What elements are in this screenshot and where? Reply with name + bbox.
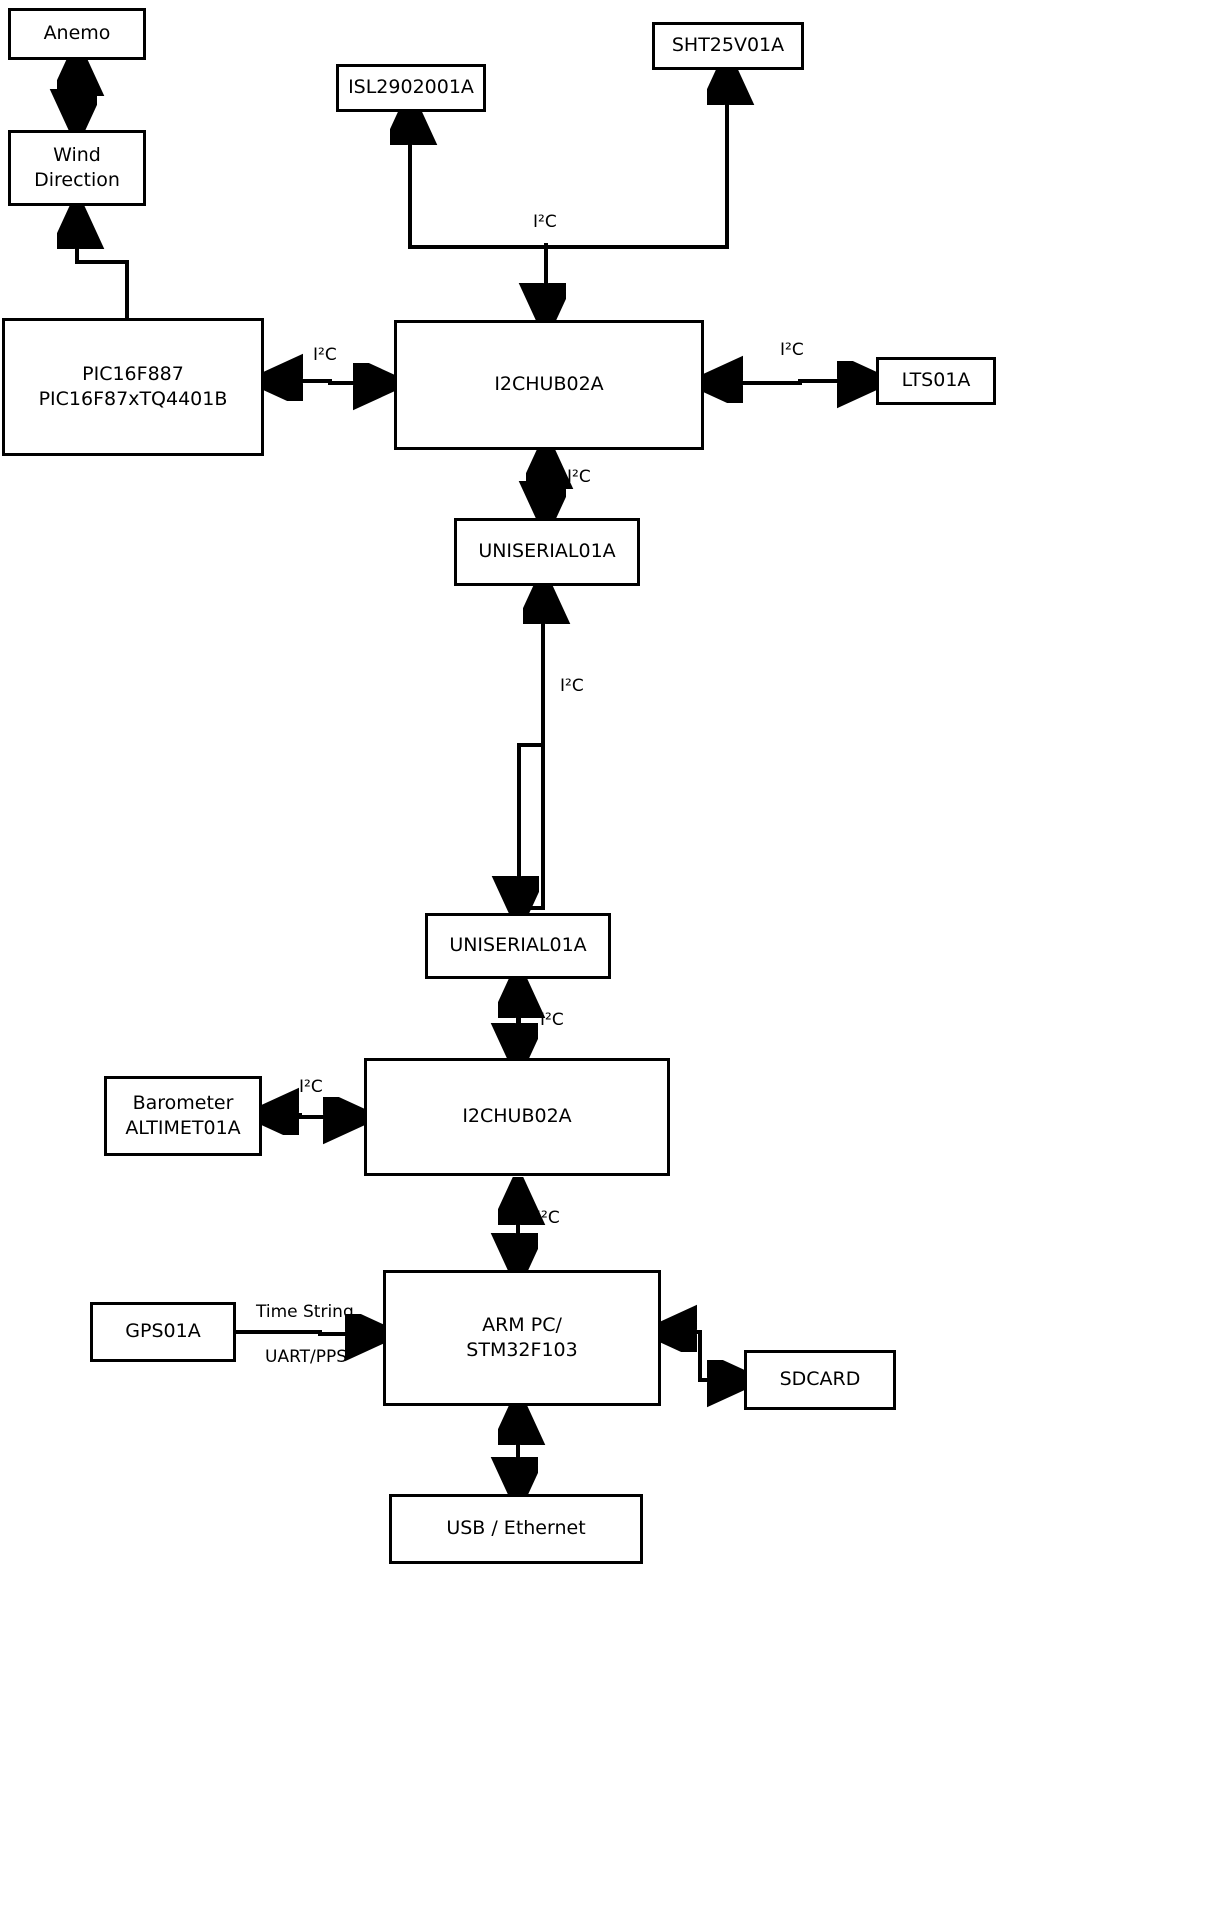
node-barometer-altimet01a-label: Barometer ALTIMET01A bbox=[125, 1091, 241, 1139]
node-sdcard[interactable]: SDCARD bbox=[744, 1350, 896, 1410]
wire-bus-to-sht bbox=[544, 68, 727, 319]
node-i2chub02a-top-label: I2CHUB02A bbox=[494, 373, 604, 396]
node-pic-mcu-label: PIC16F887 PIC16F87xTQ4401B bbox=[38, 362, 228, 410]
wire-arm-to-sdcard bbox=[662, 1330, 744, 1380]
edge-label-i2c-hub2-arm: I²C bbox=[536, 1208, 560, 1228]
edge-label-time-string: Time String bbox=[256, 1302, 354, 1322]
node-uniserial01a-bottom[interactable]: UNISERIAL01A bbox=[425, 913, 611, 979]
node-usb-ethernet[interactable]: USB / Ethernet bbox=[389, 1494, 643, 1564]
edge-label-i2c-top-bus: I²C bbox=[533, 212, 557, 232]
edge-label-i2c-hub-uni1: I²C bbox=[567, 467, 591, 487]
wire-hubtop-to-lts bbox=[702, 381, 874, 383]
edge-label-i2c-uni2-hub2: I²C bbox=[540, 1010, 564, 1030]
node-wind-direction[interactable]: Wind Direction bbox=[8, 130, 146, 206]
wire-uni1-to-uni2 bbox=[519, 590, 545, 913]
node-arm-pc[interactable]: ARM PC/ STM32F103 bbox=[383, 1270, 661, 1406]
edge-label-i2c-uni1-uni2: I²C bbox=[560, 676, 584, 696]
node-lts01a-label: LTS01A bbox=[901, 369, 971, 392]
edge-label-i2c-pic-hub: I²C bbox=[313, 345, 337, 365]
node-gps01a[interactable]: GPS01A bbox=[90, 1302, 236, 1362]
wire-bus-to-isl bbox=[410, 108, 548, 319]
node-gps01a-label: GPS01A bbox=[125, 1320, 201, 1343]
edge-label-i2c-hub-lts: I²C bbox=[780, 340, 804, 360]
node-isl2902001a-label: ISL2902001A bbox=[348, 76, 474, 99]
edge-label-i2c-baro-hub2: I²C bbox=[299, 1077, 323, 1097]
node-barometer-altimet01a[interactable]: Barometer ALTIMET01A bbox=[104, 1076, 262, 1156]
node-anemo[interactable]: Anemo bbox=[8, 8, 146, 60]
node-pic-mcu[interactable]: PIC16F887 PIC16F87xTQ4401B bbox=[2, 318, 264, 456]
node-i2chub02a-bottom[interactable]: I2CHUB02A bbox=[364, 1058, 670, 1176]
node-usb-ethernet-label: USB / Ethernet bbox=[446, 1517, 586, 1540]
node-sht25v01a-label: SHT25V01A bbox=[671, 34, 785, 57]
wire-pic-to-hubtop bbox=[262, 381, 390, 383]
edge-label-uart-pps: UART/PPS bbox=[265, 1347, 348, 1367]
node-sdcard-label: SDCARD bbox=[779, 1368, 861, 1391]
node-isl2902001a[interactable]: ISL2902001A bbox=[336, 64, 486, 112]
node-uniserial01a-top[interactable]: UNISERIAL01A bbox=[454, 518, 640, 586]
node-uniserial01a-bottom-label: UNISERIAL01A bbox=[449, 934, 587, 957]
wire-gps-to-arm bbox=[235, 1332, 382, 1334]
node-lts01a[interactable]: LTS01A bbox=[876, 357, 996, 405]
node-i2chub02a-bottom-label: I2CHUB02A bbox=[462, 1105, 572, 1128]
node-uniserial01a-top-label: UNISERIAL01A bbox=[478, 540, 616, 563]
node-wind-direction-label: Wind Direction bbox=[34, 143, 120, 191]
node-anemo-label: Anemo bbox=[43, 22, 111, 45]
node-sht25v01a[interactable]: SHT25V01A bbox=[652, 22, 804, 70]
wire-baro-to-hubbottom bbox=[258, 1115, 360, 1117]
node-i2chub02a-top[interactable]: I2CHUB02A bbox=[394, 320, 704, 450]
node-arm-pc-label: ARM PC/ STM32F103 bbox=[466, 1313, 578, 1361]
